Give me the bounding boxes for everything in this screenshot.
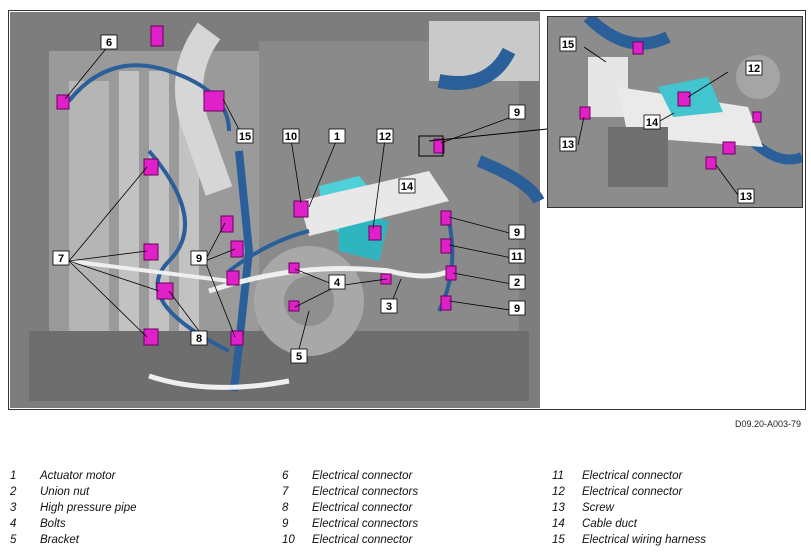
legend-number: 4	[10, 518, 17, 530]
callout-3: 3	[380, 298, 398, 314]
svg-text:4: 4	[334, 277, 341, 289]
callout-9: 9	[508, 104, 526, 120]
legend-number: 3	[10, 502, 17, 514]
callout-15: 15	[559, 36, 577, 52]
svg-text:9: 9	[196, 253, 202, 265]
legend-text: Electrical connector	[312, 470, 413, 482]
callout-5: 5	[290, 348, 308, 364]
svg-text:3: 3	[386, 301, 392, 313]
legend-item: 13 Screw	[552, 502, 614, 518]
svg-text:9: 9	[514, 303, 520, 315]
legend-item: 5 Bracket	[10, 534, 79, 550]
callout-6: 6	[100, 34, 118, 50]
svg-text:9: 9	[514, 107, 520, 119]
callout-9: 9	[508, 224, 526, 240]
callout-8: 8	[190, 330, 208, 346]
legend-number: 8	[282, 502, 289, 514]
engine-drawing	[10, 12, 548, 408]
svg-text:14: 14	[401, 181, 414, 193]
svg-text:12: 12	[748, 63, 760, 75]
engine-illustration: 6 15 10 1 12 9 14 7 9 9 11 4 2 8 3 9 5	[8, 10, 806, 410]
legend-text: Screw	[582, 502, 614, 514]
legend-item: 4 Bolts	[10, 518, 66, 534]
legend-number: 10	[282, 534, 295, 546]
callout-15: 15	[236, 128, 254, 144]
legend-item: 7 Electrical connectors	[282, 486, 418, 502]
legend-item: 6 Electrical connector	[282, 470, 412, 486]
legend-text: Bolts	[40, 518, 66, 530]
svg-text:15: 15	[562, 39, 574, 51]
legend-number: 9	[282, 518, 289, 530]
figure-code: D09.20-A003-79	[734, 419, 801, 429]
legend-number: 2	[10, 486, 17, 498]
callout-2: 2	[508, 274, 526, 290]
callout-9: 9	[508, 300, 526, 316]
legend-text: Electrical connector	[582, 486, 683, 498]
legend-text: Electrical connectors	[312, 486, 419, 498]
svg-text:10: 10	[285, 131, 297, 143]
legend-text: Cable duct	[582, 518, 637, 530]
legend-number: 11	[552, 470, 564, 482]
legend-item: 10 Electrical connector	[282, 534, 412, 550]
legend-number: 5	[10, 534, 17, 546]
svg-text:2: 2	[514, 277, 520, 289]
legend-text: Electrical connector	[312, 502, 413, 514]
svg-text:8: 8	[196, 333, 202, 345]
legend-item: 15 Electrical wiring harness	[552, 534, 706, 550]
callout-1: 1	[328, 128, 346, 144]
legend-text: Electrical connector	[312, 534, 413, 546]
legend-number: 6	[282, 470, 289, 482]
svg-text:13: 13	[740, 191, 752, 203]
callout-12: 12	[745, 60, 763, 76]
legend-item: 12 Electrical connector	[552, 486, 682, 502]
svg-text:9: 9	[514, 227, 520, 239]
svg-text:6: 6	[106, 37, 112, 49]
legend-item: 2 Union nut	[10, 486, 89, 502]
legend-number: 13	[552, 502, 565, 514]
svg-text:7: 7	[58, 253, 64, 265]
legend-text: Union nut	[40, 486, 90, 498]
callout-9: 9	[190, 250, 208, 266]
legend-item: 14 Cable duct	[552, 518, 637, 534]
legend-text: Electrical wiring harness	[582, 534, 706, 546]
callout-7: 7	[52, 250, 70, 266]
legend-item: 3 High pressure pipe	[10, 502, 137, 518]
detail-inset: 15 12 14 13 13	[547, 16, 803, 208]
legend-text: Actuator motor	[40, 470, 116, 482]
legend-text: High pressure pipe	[40, 502, 137, 514]
callout-14: 14	[643, 114, 661, 130]
svg-text:14: 14	[646, 117, 659, 129]
callout-13: 13	[737, 188, 755, 204]
svg-text:1: 1	[334, 131, 340, 143]
legend-number: 12	[552, 486, 565, 498]
legend-number: 14	[552, 518, 565, 530]
svg-text:13: 13	[562, 139, 574, 151]
callout-10: 10	[282, 128, 300, 144]
svg-text:11: 11	[511, 251, 523, 263]
callout-12: 12	[376, 128, 394, 144]
callout-11: 11	[508, 248, 526, 264]
legend-item: 9 Electrical connectors	[282, 518, 418, 534]
legend-text: Bracket	[40, 534, 79, 546]
legend-item: 11 Electrical connector	[552, 470, 682, 486]
svg-text:12: 12	[379, 131, 391, 143]
callout-13: 13	[559, 136, 577, 152]
svg-text:15: 15	[239, 131, 251, 143]
legend-number: 7	[282, 486, 289, 498]
legend-item: 1 Actuator motor	[10, 470, 115, 486]
callout-4: 4	[328, 274, 346, 290]
detail-drawing: 15 12 14 13 13	[548, 17, 802, 207]
legend-item: 8 Electrical connector	[282, 502, 412, 518]
legend-text: Electrical connector	[582, 470, 683, 482]
legend-text: Electrical connectors	[312, 518, 419, 530]
legend-number: 1	[10, 470, 17, 482]
callout-layer: 6 15 10 1 12 9 14 7 9 9 11 4 2 8 3 9 5	[52, 34, 526, 364]
legend-number: 15	[552, 534, 565, 546]
callout-14: 14	[398, 178, 416, 194]
svg-text:5: 5	[296, 351, 302, 363]
